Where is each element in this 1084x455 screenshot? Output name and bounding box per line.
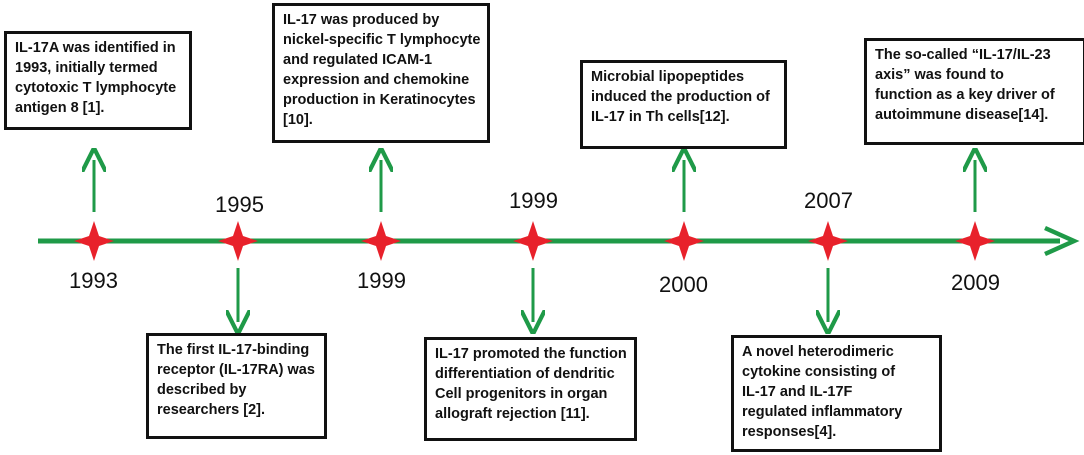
star-marker-1995: [218, 221, 258, 261]
event-text-line: IL-17 and IL-17F: [742, 384, 853, 400]
event-text-line: nickel-specific T lymphocyte: [283, 32, 481, 48]
event-text-line: The so-called “IL-17/IL-23: [875, 47, 1051, 63]
star-marker-1993: [74, 221, 114, 261]
event-text-line: regulated inflammatory: [742, 404, 903, 420]
year-label-1995: 1995: [215, 192, 264, 217]
event-box-1993: IL-17A was identified in 1993, initially…: [4, 31, 192, 130]
event-text-line: differentiation of dendritic: [435, 366, 615, 382]
event-text-line: induced the production of: [591, 89, 770, 105]
timeline-arrowhead: [1044, 225, 1080, 257]
event-text-line: allograft rejection [11].: [435, 406, 590, 422]
event-text-line: described by: [157, 382, 247, 398]
event-text-line: Cell progenitors in organ: [435, 386, 608, 402]
event-text-line: The first IL-17-binding: [157, 342, 310, 358]
event-text-line: and regulated ICAM-1: [283, 52, 433, 68]
event-text-line: [10].: [283, 112, 313, 128]
event-box-1999-b: IL-17 promoted the function differentiat…: [424, 337, 637, 441]
event-text-line: production in Keratinocytes: [283, 92, 476, 108]
event-text-line: A novel heterodimeric: [742, 344, 894, 360]
event-text-line: axis” was found to: [875, 67, 1004, 83]
event-text-line: autoimmune disease[14].: [875, 107, 1049, 123]
star-marker-2007: [808, 221, 848, 261]
star-marker-1999b: [513, 221, 553, 261]
event-text-line: responses[4].: [742, 424, 837, 440]
event-text-line: cytotoxic T lymphocyte: [15, 80, 177, 96]
event-box-1995: The first IL-17-binding receptor (IL-17R…: [146, 333, 327, 439]
event-box-2007: A novel heterodimeric cytokine consistin…: [731, 335, 942, 452]
event-text-line: IL-17 was produced by: [283, 12, 440, 28]
year-label-1999-b: 1999: [509, 188, 558, 213]
star-marker-2009: [955, 221, 995, 261]
star-marker-2000: [664, 221, 704, 261]
star-marker-1999: [361, 221, 401, 261]
year-label-2000: 2000: [659, 272, 708, 297]
year-label-2007: 2007: [804, 188, 853, 213]
event-text-line: IL-17 promoted the function: [435, 346, 627, 362]
event-text-line: Microbial lipopeptides: [591, 69, 745, 85]
event-text-line: antigen 8 [1].: [15, 100, 105, 116]
event-box-1999: IL-17 was produced by nickel-specific T …: [272, 3, 490, 143]
event-text-line: researchers [2].: [157, 402, 266, 418]
event-text-line: function as a key driver of: [875, 87, 1055, 103]
year-label-1999: 1999: [357, 268, 406, 293]
event-text-line: 1993, initially termed: [15, 60, 158, 76]
event-text-line: receptor (IL-17RA) was: [157, 362, 315, 378]
event-box-2000: Microbial lipopeptides induced the produ…: [580, 60, 787, 149]
year-label-1993: 1993: [69, 268, 118, 293]
event-text-line: IL-17 in Th cells[12].: [591, 109, 730, 125]
event-box-2009: The so-called “IL-17/IL-23 axis” was fou…: [864, 38, 1084, 145]
year-label-2009: 2009: [951, 270, 1000, 295]
event-text-line: cytokine consisting of: [742, 364, 896, 380]
event-text-line: IL-17A was identified in: [15, 40, 176, 56]
event-text-line: expression and chemokine: [283, 72, 470, 88]
